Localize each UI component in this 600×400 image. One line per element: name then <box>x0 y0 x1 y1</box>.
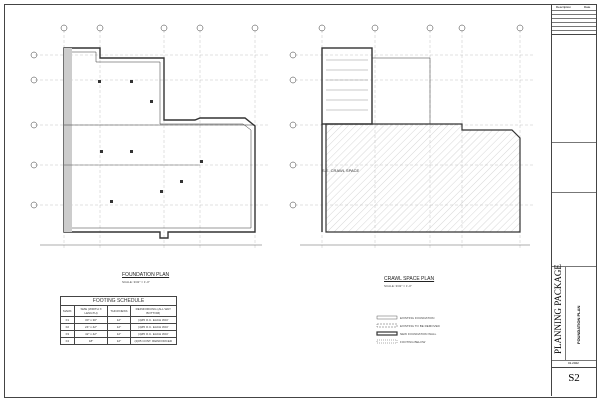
crawl-plan-scale: SCALE: 3/32" = 1'-0" <box>384 284 412 288</box>
cell: 12" <box>107 323 131 331</box>
cell: 30" x 30" <box>73 316 109 324</box>
revision-description-header: Description <box>556 5 572 9</box>
cell: F2 <box>60 323 75 331</box>
legend-label: EXISTING TO BE REMOVED <box>400 324 440 328</box>
foundation-plan-title: FOUNDATION PLAN <box>122 272 170 278</box>
grid-bubbles <box>30 24 524 209</box>
sheet-date: 01.2022 <box>568 361 579 365</box>
cell: (4)#5 O.C. EACH WAY <box>129 323 178 331</box>
cell: (4)#5 O.C. EACH WAY <box>129 316 178 324</box>
cell: 12" <box>107 316 131 324</box>
crawl-space-area <box>325 123 521 233</box>
header-cell: REINFORCING (ALL WAY BOTTOM) <box>129 305 178 317</box>
cell: 18" <box>73 337 109 345</box>
crawl-plan-title: CRAWL SPACE PLAN <box>384 276 435 282</box>
revision-date-header: Date <box>584 5 591 9</box>
legend-swatches <box>376 315 398 344</box>
pier-footings <box>98 80 203 203</box>
legend-label: FOOTING BELOW <box>400 340 426 344</box>
cell: 12" <box>107 337 131 345</box>
cell: (2)#5 CONT. REINFORCED <box>129 337 178 345</box>
header-cell: SIZE (WIDTH X LENGTH) <box>73 305 109 317</box>
cell: 12" <box>107 330 131 338</box>
legend-label: EXISTING FOUNDATION <box>400 316 435 320</box>
cell: (4)#5 O.C. EACH WAY <box>129 330 178 338</box>
cell: 24" x 42" <box>73 323 109 331</box>
sheet-title: FOUNDATION PLAN <box>576 305 581 344</box>
title-block: Description Date PLANNING PACKAGE FOUNDA… <box>551 4 596 396</box>
footing-schedule-title: FOOTING SCHEDULE <box>60 296 177 306</box>
sheet-border <box>4 4 597 398</box>
footing-schedule-table: FOOTING SCHEDULE MARK SIZE (WIDTH X LENG… <box>60 296 178 345</box>
header-cell: MARK <box>60 305 75 317</box>
foundation-plan-scale: SCALE: 3/32" = 1'-0" <box>122 280 150 284</box>
cell: F3 <box>60 330 75 338</box>
cell: F4 <box>60 337 75 345</box>
project-title: PLANNING PACKAGE <box>553 264 563 354</box>
legend-label: NEW FOUNDATION WALL <box>400 332 437 336</box>
header-cell: THICKNESS <box>107 305 131 317</box>
foundation-outline <box>63 47 256 239</box>
crawl-space-label: S.E. CRAWL SPACE <box>322 168 360 173</box>
cell: F1 <box>60 316 75 324</box>
cell: 42" x 42" <box>73 330 109 338</box>
sheet-number: S2 <box>568 372 580 384</box>
